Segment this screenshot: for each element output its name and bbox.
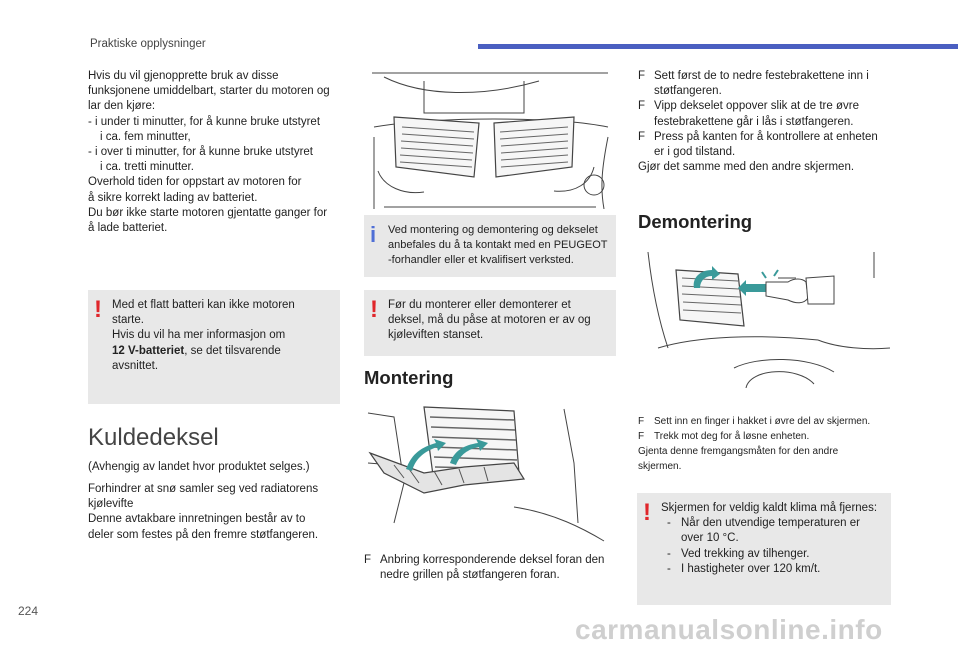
info-box: i Ved montering og demontering og deksel… [364, 215, 616, 277]
warning-line: over 10 °C. [681, 532, 739, 545]
step-line: er i god tilstand. [654, 146, 736, 159]
dash: - [667, 517, 671, 530]
warning-line: 12 V-batteriet, se det tilsvarende [112, 344, 332, 359]
warning-text: Før du monterer eller demonterer et deks… [388, 298, 608, 344]
repeat-instruction: Gjenta denne fremgangsmåten for den andr… [638, 446, 839, 457]
step-bullet: F [638, 416, 645, 427]
body-line: kjølevifte [88, 498, 134, 511]
step-line: Sett inn en finger i hakket i øvre del a… [654, 416, 871, 427]
removal-steps: F Sett inn en finger i hakket i øvre del… [638, 414, 898, 474]
step-line: Sett først de to nedre festebrakettene i… [654, 70, 869, 82]
warning-line: deksel, må du påse at motoren er av og [388, 314, 591, 327]
repeat-instruction: Gjør det samme med den andre skjermen. [638, 161, 855, 174]
info-icon: i [370, 222, 377, 247]
warning-line: Med et flatt batteri kan ikke motoren [112, 299, 295, 311]
header-accent-bar [478, 44, 958, 49]
dash: - [667, 547, 671, 560]
section-header: Praktiske opplysninger [90, 38, 206, 50]
intro-line: Hvis du vil gjenopprette bruk av disse [88, 70, 279, 82]
warning-line: kjøleviften stanset. [388, 329, 484, 342]
intro-line: å lade batteriet. [88, 222, 168, 235]
intro-line: - i under ti minutter, for å kunne bruke… [88, 115, 321, 128]
intro-text: Hvis du vil gjenopprette bruk av disse f… [88, 69, 346, 236]
mounting-illustration [364, 403, 616, 543]
warning-line: Hvis du vil ha mer informasjon om [112, 329, 286, 342]
intro-line: i ca. fem minutter, [100, 130, 191, 143]
warning-list-item: - Når den utvendige temperaturen er over… [661, 516, 883, 546]
step-line: Trekk mot deg for å løsne enheten. [654, 431, 810, 442]
warning-icon: ! [94, 296, 102, 323]
info-line: Ved montering og demontering og dekselet [388, 224, 598, 236]
watermark: carmanualsonline.info [575, 614, 883, 645]
step-line: nedre grillen på støtfangeren foran. [380, 569, 560, 582]
step-bullet: F [638, 70, 646, 82]
removal-illustration [638, 248, 890, 388]
grille-covers-illustration [364, 67, 616, 209]
step-bullet: F [638, 431, 645, 442]
step-line: Press på kanten for å kontrollere at enh… [654, 130, 878, 143]
step-item: F Sett først de to nedre festebrakettene… [638, 69, 894, 99]
battery-warning-box: ! Med et flatt batteri kan ikke motoren … [88, 290, 340, 404]
warning-text: Med et flatt batteri kan ikke motoren st… [112, 298, 332, 374]
body-line: Denne avtakbare innretningen består av t… [88, 513, 306, 526]
intro-line: i ca. tretti minutter. [100, 161, 194, 174]
warning-text: Skjermen for veldig kaldt klima må fjern… [661, 501, 883, 577]
info-line: anbefales du å ta kontakt med en PEUGEOT [388, 239, 608, 252]
warning-line: I hastigheter over 120 km/t. [681, 562, 821, 575]
step-bullet: F [638, 100, 646, 113]
section-title-montering: Montering [364, 367, 454, 388]
warning-line: Før du monterer eller demonterer et [388, 299, 571, 311]
page-number: 224 [18, 604, 39, 618]
step-bullet: F [364, 554, 372, 566]
info-text: Ved montering og demontering og dekselet… [388, 223, 608, 269]
battery-reference: 12 V-batteriet [112, 344, 185, 357]
step-item: F Vipp dekselet oppover slik at de tre ø… [638, 99, 894, 129]
step-line: festebrakettene går i lås i støtfangeren… [654, 115, 854, 128]
warning-title: Skjermen for veldig kaldt klima må fjern… [661, 502, 878, 514]
step-line: Vipp dekselet oppover slik at de tre øvr… [654, 100, 859, 113]
step-item: F Press på kanten for å kontrollere at e… [638, 130, 894, 160]
removal-warning-box: ! Skjermen for veldig kaldt klima må fje… [637, 493, 891, 605]
warning-line-rest: , se det tilsvarende [184, 344, 281, 357]
step-line: Anbring korresponderende deksel foran de… [380, 554, 605, 566]
mounting-steps: F Sett først de to nedre festebrakettene… [638, 69, 894, 175]
repeat-instruction: skjermen. [638, 461, 682, 472]
step-item: F Trekk mot deg for å løsne enheten. [638, 429, 898, 444]
step-item: F Sett inn en finger i hakket i øvre del… [638, 414, 898, 429]
kuldedeksel-body: Forhindrer at snø samler seg ved radiato… [88, 482, 346, 543]
info-line: -forhandler eller et kvalifisert verkste… [388, 254, 574, 267]
intro-line: - i over ti minutter, for å kunne bruke … [88, 146, 313, 159]
warning-line: Når den utvendige temperaturen er [681, 517, 860, 530]
warning-line: Ved trekking av tilhenger. [681, 547, 810, 560]
warning-line: starte. [112, 314, 144, 327]
dash: - [667, 562, 671, 575]
body-line: deler som festes på den fremre støtfange… [88, 528, 319, 541]
intro-line: Du bør ikke starte motoren gjentatte gan… [88, 206, 328, 219]
section-title-demontering: Demontering [638, 211, 753, 232]
country-note: (Avhengig av landet hvor produktet selge… [88, 461, 310, 473]
warning-line: avsnittet. [112, 359, 159, 372]
section-title-kuldedeksel: Kuldedeksel [88, 424, 219, 451]
intro-line: å sikre korrekt lading av batteriet. [88, 191, 258, 204]
intro-line: Overhold tiden for oppstart av motoren f… [88, 176, 302, 189]
body-line: Forhindrer at snø samler seg ved radiato… [88, 483, 319, 495]
warning-list-item: - I hastigheter over 120 km/t. [661, 562, 883, 577]
step-bullet: F [638, 130, 646, 143]
warning-icon: ! [370, 296, 378, 323]
warning-list-item: - Ved trekking av tilhenger. [661, 547, 883, 562]
montering-step: F Anbring korresponderende deksel foran … [364, 553, 620, 583]
step-line: støtfangeren. [654, 85, 722, 98]
warning-icon: ! [643, 499, 651, 526]
intro-line: funksjonene umiddelbart, starter du moto… [88, 85, 330, 98]
intro-line: lar den kjøre: [88, 100, 156, 113]
engine-warning-box: ! Før du monterer eller demonterer et de… [364, 290, 616, 356]
